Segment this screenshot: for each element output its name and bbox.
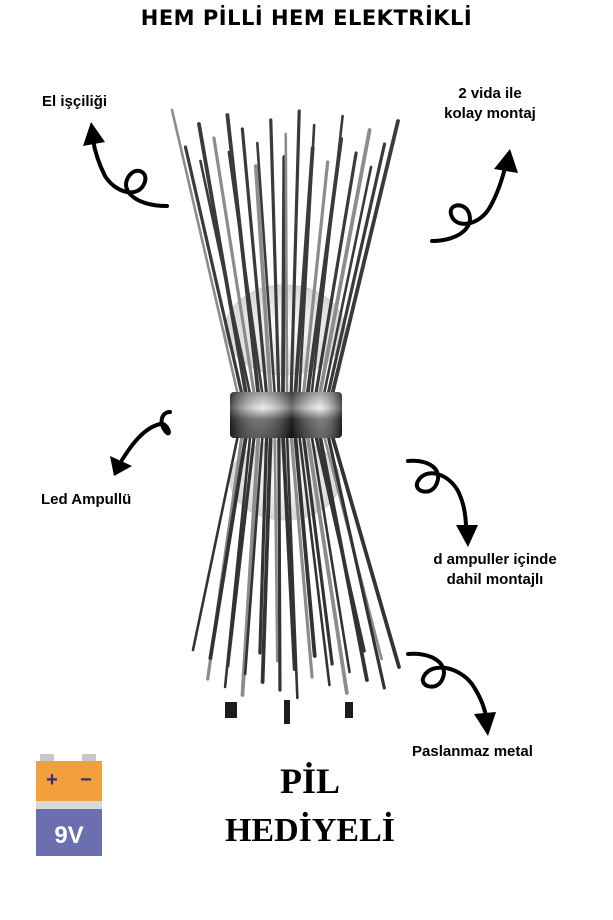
lamp-rod xyxy=(310,433,351,674)
lamp-rod xyxy=(293,433,317,658)
lamp-rod xyxy=(317,433,369,682)
lamp-rod xyxy=(326,142,387,397)
battery-minus: − xyxy=(80,769,92,791)
lamp-rod xyxy=(212,136,256,397)
curly-arrow-icon xyxy=(83,122,169,208)
lamp-rod xyxy=(322,165,373,397)
lamp-rod xyxy=(281,155,287,397)
lamp-rod xyxy=(301,433,334,666)
feature-metal: Paslanmaz metal xyxy=(412,743,533,760)
curly-arrow-icon xyxy=(430,149,518,243)
gift-line2: HEDİYELİ xyxy=(224,812,396,849)
curly-arrow-icon xyxy=(110,410,172,476)
lamp-rod xyxy=(330,119,400,397)
lamp-rod xyxy=(183,145,244,397)
lamp-rod xyxy=(317,128,372,397)
battery-stripe xyxy=(36,801,102,809)
headline: HEM PİLLİ HEM ELEKTRİKLİ xyxy=(140,6,473,30)
lamp-rod xyxy=(289,433,314,679)
feature-bulbs-line1: d ampuller içinde xyxy=(433,551,557,568)
feature-led: Led Ampullü xyxy=(41,491,132,508)
lamp-rod xyxy=(199,159,252,397)
feature-mount-line1: 2 vida ile xyxy=(458,85,522,102)
battery-icon: + − 9V xyxy=(36,754,102,856)
lamp-rod xyxy=(269,118,281,397)
gift-line1: PİL xyxy=(279,761,340,801)
lamp-rod xyxy=(273,433,279,663)
lamp-rod xyxy=(330,433,401,669)
lamp-rod xyxy=(310,114,344,397)
feature-mount-line2: kolay montaj xyxy=(444,105,536,122)
wall-sconce-image xyxy=(170,108,401,724)
battery-bottom-band xyxy=(36,809,102,856)
curly-arrow-icon xyxy=(406,458,478,547)
feature-bulbs: d ampuller içinde dahil montajlı xyxy=(400,550,590,590)
battery-voltage: 9V xyxy=(54,822,83,849)
lamp-rod xyxy=(256,141,277,397)
lamp-rod xyxy=(258,433,269,655)
lamp-rod xyxy=(253,164,273,397)
curly-arrow-icon xyxy=(406,651,496,736)
lamp-rod xyxy=(298,433,331,687)
lamp-rod xyxy=(260,433,273,684)
lamp-rod xyxy=(191,433,240,652)
battery-plus: + xyxy=(46,769,58,791)
lamp-rod xyxy=(227,150,264,397)
lamp-rod xyxy=(326,433,386,690)
feature-handmade: El işçiliği xyxy=(42,93,108,110)
lamp-rod xyxy=(240,433,261,697)
lamp-rod xyxy=(289,109,301,397)
feature-mount: 2 vida ile kolay montaj xyxy=(420,84,560,124)
lamp-rod xyxy=(226,433,256,668)
lamp-rod xyxy=(240,127,269,397)
lamp-rod xyxy=(305,433,349,695)
lamp-rod xyxy=(281,433,297,671)
battery-top-band xyxy=(36,761,102,801)
lamp-rod xyxy=(285,433,299,700)
lamp-rod xyxy=(208,433,249,660)
lamp-rod xyxy=(314,151,358,397)
lamp-rod xyxy=(243,433,264,676)
feature-bulbs-line2: dahil montajlı xyxy=(446,571,544,588)
lamp-rod xyxy=(284,132,289,397)
lamp-rod xyxy=(277,433,282,692)
lamp-rod xyxy=(298,123,316,397)
lamp-rod xyxy=(301,160,330,397)
lamp-rod xyxy=(170,108,240,397)
